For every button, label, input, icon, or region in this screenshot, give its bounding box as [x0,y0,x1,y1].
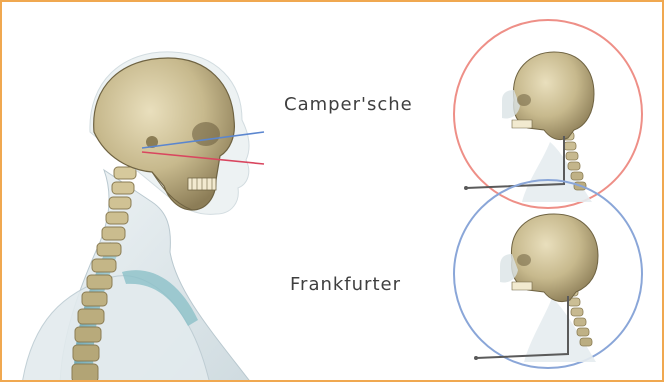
frankfurter-skull-icon [500,214,598,302]
main-head-figure [22,52,264,382]
camper-label: Camper'sche [284,94,413,115]
frankfurter-label: Frankfurter [290,274,401,295]
camper-skull-icon [502,52,594,140]
